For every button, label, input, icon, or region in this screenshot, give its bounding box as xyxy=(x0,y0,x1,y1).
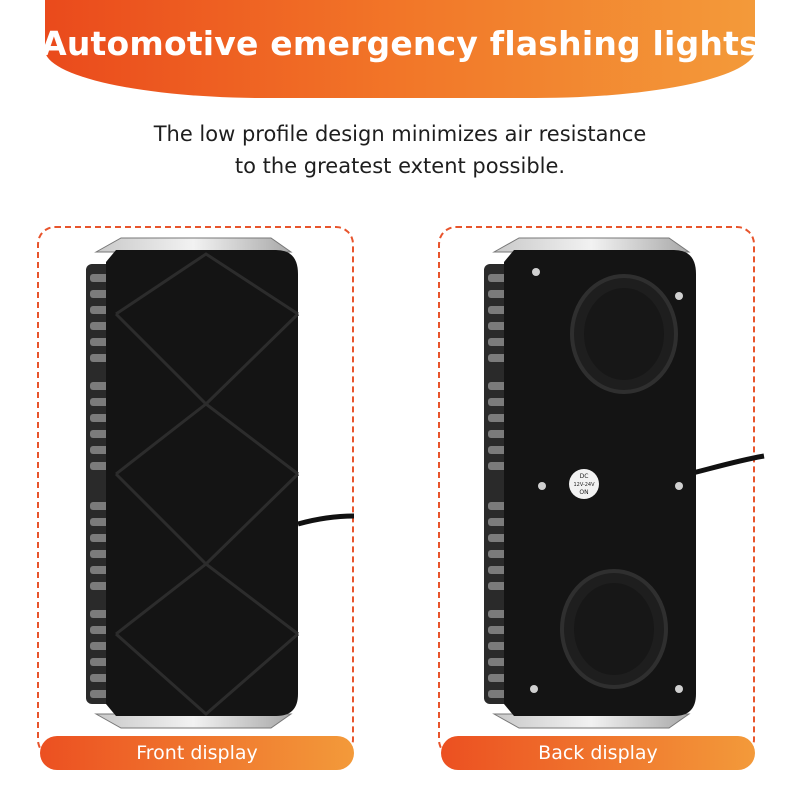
title-banner xyxy=(45,0,755,98)
front-light-bar-image xyxy=(86,237,355,729)
page-title: Automotive emergency flashing lights xyxy=(41,24,759,63)
back-light-bar-image: DC 12V-24V ON xyxy=(484,237,765,729)
subtitle-line-2: to the greatest extent possible. xyxy=(234,154,566,178)
back-label-dc: DC xyxy=(580,473,589,480)
back-label-on: ON xyxy=(579,489,588,496)
front-display-caption: Front display xyxy=(40,736,354,770)
subtitle-line-1: The low profile design minimizes air res… xyxy=(153,122,647,146)
subtitle: The low profile design minimizes air res… xyxy=(60,118,740,182)
back-display-caption: Back display xyxy=(441,736,755,770)
back-label-voltage: 12V-24V xyxy=(573,482,595,488)
